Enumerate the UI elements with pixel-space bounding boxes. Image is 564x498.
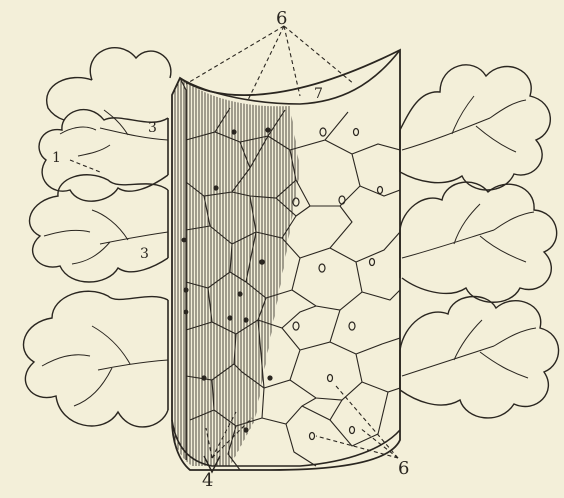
label-bottom-left: 4: [202, 470, 213, 491]
right-middle-leaf: [400, 182, 557, 302]
label-left-mid2: 3: [140, 246, 149, 262]
left-lower-leaf: [24, 291, 168, 427]
label-top-inner: 7: [314, 86, 323, 102]
label-left-upper: 3: [148, 120, 157, 136]
right-upper-leaf: [400, 65, 550, 190]
label-bottom-right: 6: [398, 458, 409, 479]
label-left-mid: 1: [52, 150, 61, 166]
right-lower-leaf: [400, 297, 559, 418]
label-top: 6: [276, 8, 287, 29]
tube-shaded-face: [172, 78, 300, 466]
cell-nuclei: [293, 128, 383, 440]
cell-tube: [172, 50, 400, 470]
left-middle-leaf: [30, 175, 168, 282]
